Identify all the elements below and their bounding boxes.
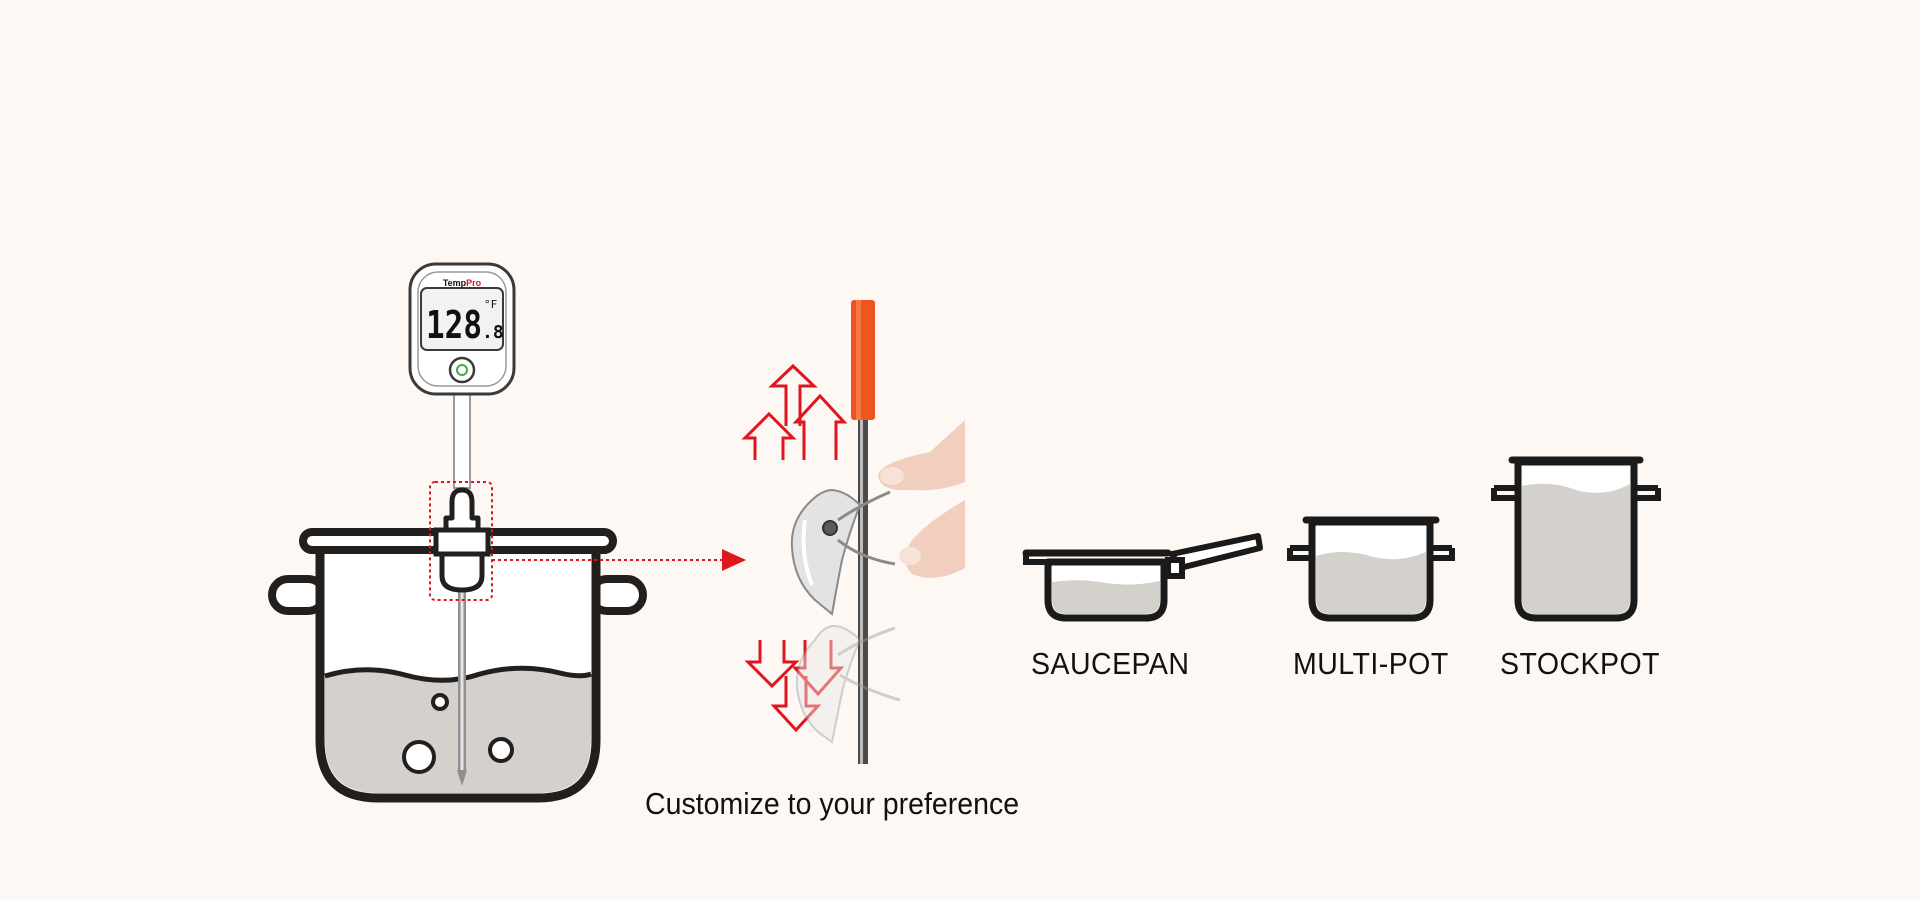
probe-cap [851, 300, 875, 420]
saucepan-icon [1022, 533, 1263, 622]
thermometer-upper-stem [453, 391, 471, 489]
metal-clip-ghost [795, 624, 901, 744]
customize-caption: Customize to your preference [645, 786, 1020, 821]
bubble-medium [488, 737, 514, 763]
pointer-arrow-head [722, 549, 746, 571]
clip-adjustment-illustration [741, 300, 965, 764]
power-button[interactable] [448, 356, 476, 384]
bubble-large [402, 740, 436, 774]
water-surface-line [324, 665, 592, 683]
stockpot-label: STOCKPOT [1500, 646, 1661, 681]
brand-suffix: Pro [466, 278, 482, 288]
down-arrows-icon [744, 640, 845, 733]
probe-rod-shine [860, 420, 863, 764]
temperature-decimal: .8 [482, 322, 504, 343]
clip-highlight-box [429, 481, 493, 601]
large-pot-illustration: TempPro 128 °F .8 [268, 262, 746, 803]
probe-tip [457, 770, 467, 786]
brand-prefix: Temp [443, 278, 467, 288]
brand-logo: TempPro [443, 278, 482, 288]
saucepan-label: SAUCEPAN [1031, 646, 1190, 681]
bubble-small [431, 693, 449, 711]
temperature-unit: °F [484, 298, 497, 311]
hand-fingers [878, 420, 965, 578]
lcd-screen [420, 287, 504, 351]
temperature-reading: 128 [426, 303, 482, 347]
up-arrows-icon [741, 363, 848, 460]
multi-pot-icon [1287, 516, 1455, 622]
power-icon [456, 364, 468, 376]
pot-clip [433, 487, 491, 593]
stockpot-icon [1491, 456, 1661, 622]
multi-pot-label: MULTI-POT [1293, 646, 1449, 681]
thermometer-display: TempPro 128 °F .8 [408, 262, 516, 396]
metal-clip [790, 488, 896, 616]
